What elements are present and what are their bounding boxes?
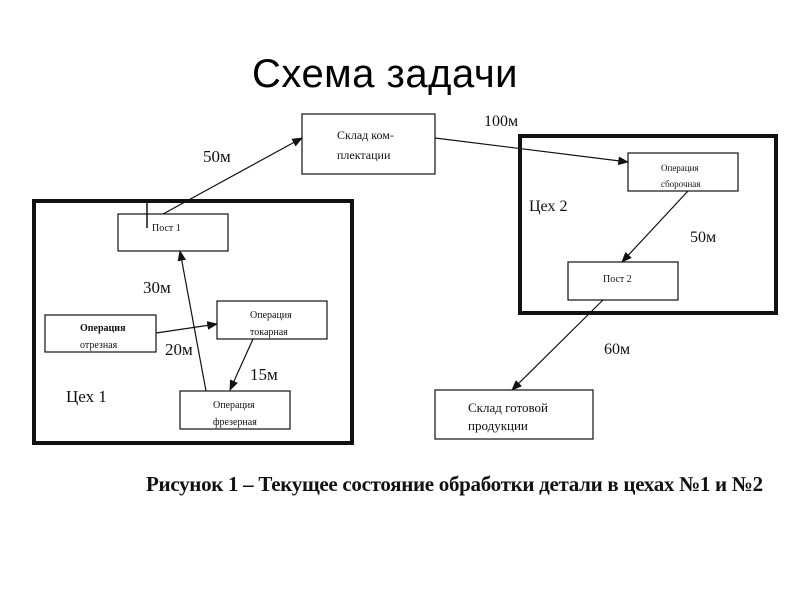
distance-100: 100м: [484, 113, 518, 130]
arrow-sklad-to-sborochnaya: [434, 137, 630, 166]
arrow-otreznaya-to-tokarnaya: [155, 321, 219, 334]
node-op-otreznaya-line2: отрезная: [80, 340, 118, 351]
figure-caption: Рисунок 1 – Текущее состояние обработки …: [146, 472, 763, 496]
node-sklad-komplektacii-line2: плектации: [337, 148, 391, 162]
node-op-tokarnaya: Операция токарная: [216, 300, 328, 340]
node-sklad-komplektacii: Склад ком- плектации: [301, 113, 436, 175]
distance-20: 20м: [165, 340, 193, 359]
node-op-tokarnaya-line2: токарная: [250, 327, 288, 338]
workshop-2-label: Цех 2: [529, 198, 567, 215]
node-op-otreznaya: Операция отрезная: [44, 314, 157, 353]
distance-60: 60м: [604, 341, 630, 358]
node-op-frezernaya: Операция фрезерная: [179, 390, 291, 430]
node-op-otreznaya-line1: Операция: [80, 323, 126, 334]
workshop-2-frame: [518, 134, 778, 315]
node-post2-label: Пост 2: [603, 274, 632, 285]
arrow-post2-to-sklad-gotovoy: [511, 299, 604, 391]
node-sklad-gotovoy: Склад готовой продукции: [434, 389, 594, 440]
distance-50-right: 50м: [690, 229, 716, 246]
node-op-tokarnaya-line1: Операция: [250, 310, 292, 321]
arrow-frezernaya-to-post1: [177, 249, 207, 392]
distance-15: 15м: [250, 365, 278, 384]
arrow-sborochnaya-to-post2: [621, 190, 689, 263]
workshop-1-label: Цех 1: [66, 387, 107, 406]
distance-30: 30м: [143, 278, 171, 297]
node-post1-label: Пост 1: [152, 223, 181, 234]
node-post2: Пост 2: [567, 261, 679, 301]
arrow-post1-to-sklad: [162, 137, 303, 215]
arrows: [155, 137, 689, 392]
node-op-frezernaya-line1: Операция: [213, 400, 255, 411]
node-op-sborochnaya-line1: Операция: [661, 163, 699, 173]
distance-50-left: 50м: [203, 147, 231, 166]
node-post1: Пост 1: [117, 213, 229, 252]
arrow-tokarnaya-to-frezernaya: [229, 338, 254, 391]
node-sklad-gotovoy-line2: продукции: [468, 418, 528, 433]
node-op-sborochnaya-line2: сборочная: [661, 179, 700, 189]
node-op-frezernaya-line2: фрезерная: [213, 417, 257, 428]
node-sklad-komplektacii-line1: Склад ком-: [337, 128, 394, 142]
slide-title: Схема задачи: [252, 52, 519, 96]
workshop-1-frame: [32, 199, 354, 445]
node-sklad-gotovoy-line1: Склад готовой: [468, 400, 548, 415]
node-op-sborochnaya: Операция сборочная: [627, 152, 739, 192]
